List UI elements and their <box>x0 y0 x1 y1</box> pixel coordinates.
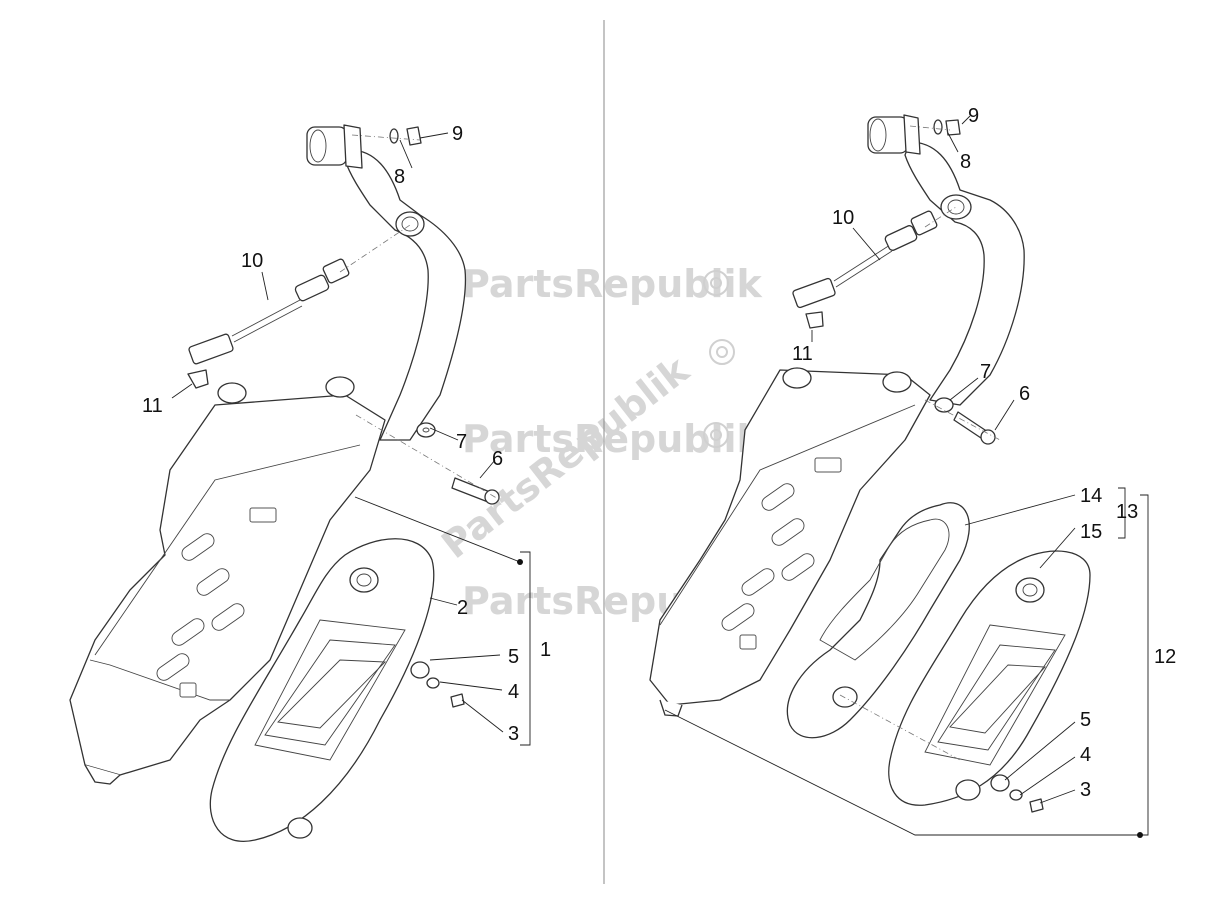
callout-6: 6 <box>1019 383 1030 405</box>
callout-3: 3 <box>508 723 519 745</box>
right-gasket <box>786 502 970 739</box>
callout-10: 10 <box>832 207 854 229</box>
left-muffler <box>69 376 386 785</box>
left-leaders <box>171 132 531 746</box>
callout-11: 11 <box>142 395 163 417</box>
callout-15: 15 <box>1080 521 1102 543</box>
right-clip <box>805 311 824 329</box>
callout-5: 5 <box>508 646 519 668</box>
left-assembly: 9 8 10 11 7 6 2 1 5 4 3 <box>69 123 551 843</box>
callout-8: 8 <box>394 166 405 188</box>
right-assembly: 9 8 10 11 7 6 14 13 15 12 5 4 3 <box>649 105 1176 838</box>
callout-6: 6 <box>492 448 503 470</box>
callout-14: 14 <box>1080 485 1102 507</box>
left-axis-lines <box>339 134 501 501</box>
callout-1: 1 <box>540 639 551 661</box>
callout-5: 5 <box>1080 709 1091 731</box>
callout-13: 13 <box>1116 501 1138 523</box>
callout-10: 10 <box>241 250 263 272</box>
left-clip <box>187 369 209 389</box>
right-hardware <box>933 119 1044 813</box>
callout-3: 3 <box>1080 779 1091 801</box>
callout-4: 4 <box>508 681 519 703</box>
callout-9: 9 <box>452 123 463 145</box>
callout-2: 2 <box>457 597 468 619</box>
left-lambda-sensor <box>188 258 350 365</box>
left-exhaust-pipe <box>306 124 467 441</box>
callout-7: 7 <box>456 431 467 453</box>
right-heat-shield <box>888 550 1091 806</box>
right-axis-lines <box>839 125 1001 761</box>
right-lambda-sensor <box>792 210 938 309</box>
left-callouts: 9 8 10 11 7 6 2 1 5 4 3 <box>142 123 551 745</box>
left-heat-shield <box>209 538 435 843</box>
callout-12: 12 <box>1154 646 1176 668</box>
right-leaders <box>664 115 1149 838</box>
right-exhaust-pipe <box>867 114 1025 406</box>
right-callouts: 9 8 10 11 7 6 14 13 15 12 5 4 3 <box>792 105 1176 801</box>
watermark-top: PartsRepublik <box>462 262 763 306</box>
left-hardware <box>389 126 500 708</box>
callout-8: 8 <box>960 151 971 173</box>
right-muffler <box>649 367 931 717</box>
callout-9: 9 <box>968 105 979 127</box>
callout-4: 4 <box>1080 744 1091 766</box>
callout-7: 7 <box>980 361 991 383</box>
callout-11: 11 <box>792 343 813 365</box>
